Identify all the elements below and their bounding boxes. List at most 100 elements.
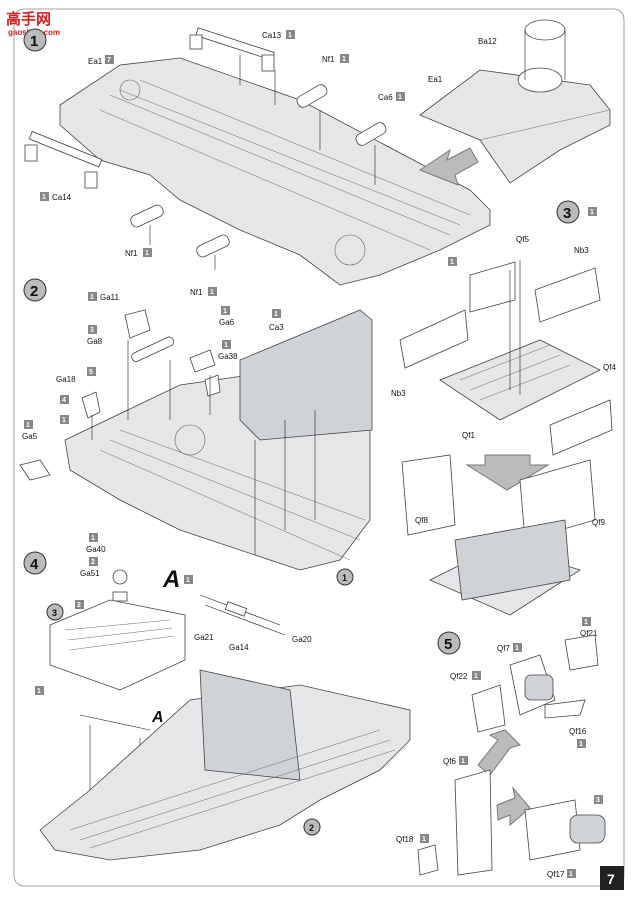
svg-text:Ga18: Ga18 [56, 375, 76, 384]
panel-qf4 [549, 399, 613, 456]
svg-text:1: 1 [422, 836, 426, 843]
svg-text:高手网: 高手网 [6, 10, 51, 28]
gear-stack [524, 674, 554, 701]
part-ga8 [131, 336, 175, 362]
part-qf18 [417, 844, 439, 876]
svg-text:1: 1 [186, 577, 190, 584]
step-2-badge [23, 278, 47, 302]
direction-arrow [418, 147, 479, 186]
svg-text:1: 1 [42, 194, 46, 201]
svg-text:1: 1 [62, 417, 66, 424]
tray-assembly [49, 599, 186, 691]
part-ga38 [204, 374, 221, 397]
ref-badge [336, 568, 354, 586]
svg-text:2: 2 [30, 283, 38, 300]
step-5-badge [437, 631, 461, 655]
svg-text:1: 1 [223, 308, 227, 315]
svg-text:Nf1: Nf1 [322, 55, 335, 64]
part-qf22 [471, 684, 506, 733]
svg-text:1: 1 [37, 688, 41, 695]
svg-text:Ca13: Ca13 [262, 31, 282, 40]
svg-text:Ca6: Ca6 [378, 93, 393, 102]
svg-text:1: 1 [26, 422, 30, 429]
svg-text:1: 1 [590, 209, 594, 216]
svg-text:Qf21: Qf21 [580, 629, 598, 638]
panel-nb3-left [399, 309, 469, 369]
part-ga6 [189, 349, 216, 373]
svg-text:Nf1: Nf1 [125, 249, 138, 258]
panel-qf5 [469, 261, 516, 313]
svg-text:1: 1 [274, 311, 278, 318]
svg-text:Qf17: Qf17 [547, 870, 565, 879]
svg-text:3: 3 [596, 797, 600, 804]
part-qf21 [564, 634, 599, 671]
svg-text:Ca3: Ca3 [269, 323, 284, 332]
direction-arrow-5a [477, 729, 521, 776]
svg-text:1: 1 [450, 259, 454, 266]
svg-text:1: 1 [210, 289, 214, 296]
svg-text:Ba12: Ba12 [478, 37, 497, 46]
part-nf1-low [196, 234, 230, 258]
hatch-ba12 [524, 19, 566, 41]
direction-arrow-5b [496, 786, 531, 827]
part-nf1-mid [130, 204, 164, 228]
svg-text:Ga8: Ga8 [87, 337, 103, 346]
svg-text:Nb3: Nb3 [391, 389, 406, 398]
svg-text:Ga40: Ga40 [86, 545, 106, 554]
hull-floor-plate [59, 57, 491, 286]
svg-text:Ea1: Ea1 [88, 57, 103, 66]
panel-nb3-right [534, 267, 601, 323]
svg-text:1: 1 [342, 56, 346, 63]
svg-text:Qf16: Qf16 [569, 727, 587, 736]
step-4: 4 1 Ga40 2 Ga51 A 1 Ga21 Ga14 Ga20 3 2 1… [23, 533, 411, 861]
part-qf17-gearbox [524, 799, 581, 861]
step-3-badge [556, 200, 580, 224]
step-2: 2 1 1 Ga11 1 Ga6 1 Ca3 3 Ga8 1 Ga38 5 Ga… [19, 278, 373, 586]
svg-text:Qf7: Qf7 [497, 644, 510, 653]
svg-text:1: 1 [569, 871, 573, 878]
step-4-badge [23, 551, 47, 575]
svg-text:4: 4 [62, 397, 66, 404]
svg-text:2: 2 [77, 602, 81, 609]
svg-text:7: 7 [107, 57, 111, 64]
svg-text:Ga20: Ga20 [292, 635, 312, 644]
svg-text:Ga11: Ga11 [100, 293, 120, 302]
part-ga18 [81, 391, 101, 419]
svg-text:Qf18: Qf18 [396, 835, 414, 844]
svg-text:1: 1 [584, 619, 588, 626]
svg-text:A: A [162, 566, 180, 593]
svg-text:1: 1 [288, 32, 292, 39]
svg-text:1: 1 [579, 741, 583, 748]
svg-text:Qf5: Qf5 [516, 235, 529, 244]
svg-text:Qf1: Qf1 [462, 431, 475, 440]
svg-text:1: 1 [90, 294, 94, 301]
svg-text:Nb3: Nb3 [574, 246, 589, 255]
step-1: 1 Ea1 7 Ca13 1 Nf1 1 Ca6 [23, 19, 611, 297]
svg-text:3: 3 [52, 608, 57, 618]
svg-text:2: 2 [309, 823, 314, 833]
svg-text:5: 5 [444, 636, 452, 653]
svg-text:Qf9: Qf9 [592, 518, 605, 527]
step-5: 5 Qf7 1 1 Qf21 Qf22 1 Qf16 1 Qf6 1 Qf18 … [396, 617, 606, 879]
panel-qf8 [401, 454, 456, 536]
part-ca6 [355, 122, 387, 146]
bar-ca14 [24, 130, 103, 189]
svg-text:5: 5 [89, 369, 93, 376]
part-ga40 [112, 569, 128, 585]
spring-coil [569, 814, 606, 844]
svg-text:Ga14: Ga14 [229, 643, 249, 652]
part-ga51 [112, 591, 128, 602]
svg-text:Qf22: Qf22 [450, 672, 468, 681]
step-3: 3 1 Qf5 Nb3 Nb3 Qf4 Qf1 Qf8 Qf9 [391, 200, 616, 616]
panel-qf9 [519, 459, 596, 541]
svg-text:1: 1 [342, 573, 347, 583]
svg-text:Ea1: Ea1 [428, 75, 443, 84]
page-border [13, 8, 625, 887]
bar-ca13 [189, 27, 275, 72]
svg-text:Ga6: Ga6 [219, 318, 235, 327]
qty-box [105, 55, 114, 64]
page-number-badge: 7 [600, 866, 624, 890]
svg-text:1: 1 [91, 535, 95, 542]
part-nf1-top [296, 84, 328, 108]
